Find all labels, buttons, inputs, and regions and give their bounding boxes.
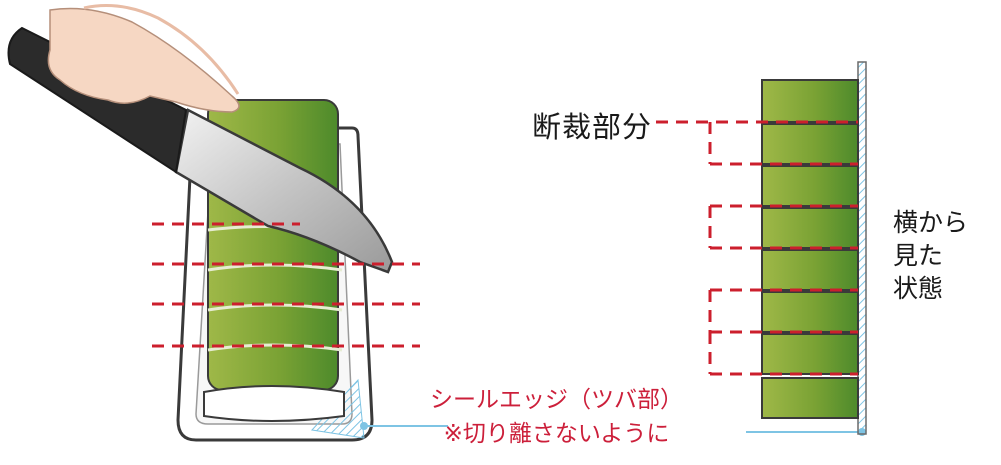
- label-seal-edge: シールエッジ（ツバ部） ※切り離さないように: [430, 383, 683, 451]
- label-side-view-line: 見た: [893, 241, 944, 270]
- label-seal-edge-line-2: ※切り離さないように: [443, 421, 670, 447]
- left-illustration: [7, 4, 420, 442]
- label-side-view: 横から 見た 状態: [893, 206, 968, 305]
- label-seal-edge-line-1: シールエッジ（ツバ部）: [430, 387, 683, 413]
- knife-blade: [174, 108, 394, 274]
- label-side-view-line: 状態: [893, 274, 944, 303]
- right-illustration: [656, 61, 867, 435]
- label-cut-part: 断裁部分: [532, 110, 653, 144]
- hand: [47, 7, 240, 113]
- film-end: [203, 385, 345, 422]
- hand-finger-line: [83, 4, 240, 95]
- seal-plate: [857, 61, 867, 435]
- cut-guides-left: [152, 222, 420, 348]
- label-side-view-line: 横から: [893, 208, 969, 237]
- slice-cut-lines: [656, 120, 858, 376]
